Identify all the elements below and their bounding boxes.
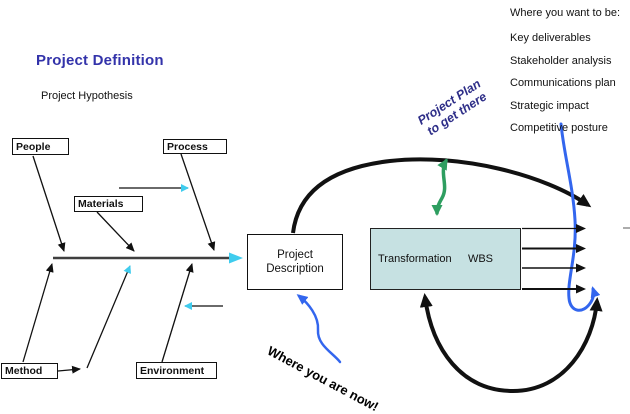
- materials-label: Materials: [78, 198, 124, 210]
- subtitle-project-hypothesis: Project Hypothesis: [41, 90, 133, 102]
- fishbone-box-people: People: [12, 138, 69, 155]
- method-sub-bone: [86, 265, 131, 369]
- transformation-wbs-box: Transformation WBS: [370, 228, 521, 290]
- want-list-item: Competitive posture: [510, 122, 608, 135]
- want-list-heading: Where you want to be:: [510, 7, 621, 19]
- want-list-item: Key deliverables: [510, 32, 591, 45]
- materials-bone: [96, 211, 135, 252]
- transformation-label: Transformation: [378, 253, 452, 265]
- project-plan-annotation: Project Plan to get there: [399, 66, 507, 149]
- want-list-item: Stakeholder analysis: [510, 54, 612, 67]
- page-title: Project Definition: [36, 52, 164, 69]
- method-bone: [22, 263, 54, 363]
- people-bone: [32, 155, 66, 252]
- where-now-annotation: Where you are now!: [264, 343, 382, 414]
- want-to-be-arrow: [559, 122, 601, 312]
- want-list-item: Strategic impact: [510, 99, 589, 112]
- process-label: Process: [167, 140, 208, 153]
- environment-label: Environment: [140, 364, 205, 377]
- fishbone-spine-arrow-icon: [229, 252, 243, 264]
- where-now-arrow: [296, 294, 342, 364]
- method-label: Method: [5, 365, 43, 377]
- project-description-box: Project Description: [247, 234, 343, 290]
- bottom-feedback-arc-arrow: [419, 293, 603, 394]
- fishbone-box-process: Process: [163, 139, 227, 154]
- fishbone-box-method: Method: [1, 363, 58, 379]
- process-bone: [180, 153, 216, 251]
- method-connector: [57, 365, 81, 374]
- wbs-label: WBS: [467, 253, 493, 265]
- environment-bone: [161, 263, 194, 363]
- project-description-line1: Project: [277, 249, 313, 261]
- project-plan-arrow: [431, 158, 448, 216]
- fishbone-box-materials: Materials: [74, 196, 143, 212]
- want-list-item: Communications plan: [510, 77, 616, 90]
- people-label: People: [16, 140, 51, 153]
- want-to-be-list: Where you want to be: Key deliverables S…: [510, 2, 620, 139]
- fishbone-box-environment: Environment: [136, 362, 217, 379]
- top-flow-arc-arrow: [291, 157, 592, 234]
- project-description-line2: Description: [266, 263, 324, 275]
